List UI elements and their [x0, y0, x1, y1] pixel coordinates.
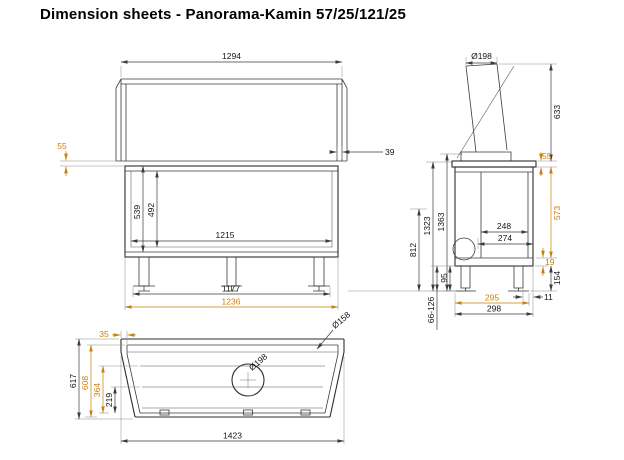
dim-depth-inner: 274: [498, 233, 512, 243]
front-view: 1294 55 39 539 492 1215: [57, 51, 472, 310]
dim-leg-range: 66-126: [426, 296, 436, 323]
dim-front-opening-width: 1215: [216, 230, 235, 240]
dim-overall-depth: 298: [487, 304, 501, 314]
dim-depth-firebox: 248: [497, 221, 511, 231]
dim-front-top-width: 1294: [222, 51, 241, 61]
dim-foot-inset: 11: [544, 292, 553, 302]
dim-plinth-height: 154: [552, 271, 562, 285]
side-top-plate: [451, 160, 537, 168]
dim-front-foot-span: 1177: [222, 284, 241, 294]
dim-side-glass-height: 573: [552, 206, 562, 220]
dim-base-depth: 295: [485, 293, 499, 303]
dim-plan-depth-glass: 608: [80, 376, 90, 390]
side-body: [454, 166, 534, 267]
air-spigot: [452, 237, 476, 261]
dim-height-opening: 812: [408, 243, 418, 257]
dim-plan-overall-width: 1423: [223, 431, 242, 441]
dim-height-total: 1363: [436, 212, 446, 231]
dim-flue-diameter: Ø198: [471, 51, 492, 61]
dim-plan-depth-total: 617: [68, 374, 78, 388]
dim-plan-depth-opening: 219: [104, 393, 114, 407]
dim-side-top-plate: 55: [542, 151, 552, 161]
dim-inlet-diameter: Ø158: [330, 309, 353, 330]
dim-front-glass-height: 539: [132, 205, 142, 219]
dim-spigot-height: 95: [439, 273, 449, 283]
dim-plinth-gap: 19: [545, 257, 555, 267]
dim-front-frame-offset: 55: [57, 141, 67, 151]
dim-front-opening-height: 492: [146, 203, 156, 217]
plan-view: Ø198 Ø158 35 617 608 364: [68, 309, 352, 444]
dim-height-body: 1323: [422, 216, 432, 235]
dim-plan-flue-diameter: Ø198: [247, 351, 270, 372]
dim-front-overall-width: 1236: [222, 297, 241, 307]
dim-corner-offset: 35: [99, 329, 109, 339]
page-title: Dimension sheets - Panorama-Kamin 57/25/…: [40, 6, 407, 23]
dim-flue-height: 633: [552, 105, 562, 119]
side-view: Ø198 633 55 573 248 274 95: [426, 51, 562, 330]
dim-front-side-inset: 39: [385, 147, 395, 157]
dim-plan-depth-inner: 364: [92, 383, 102, 397]
flue-outlet-circle: [231, 363, 265, 397]
